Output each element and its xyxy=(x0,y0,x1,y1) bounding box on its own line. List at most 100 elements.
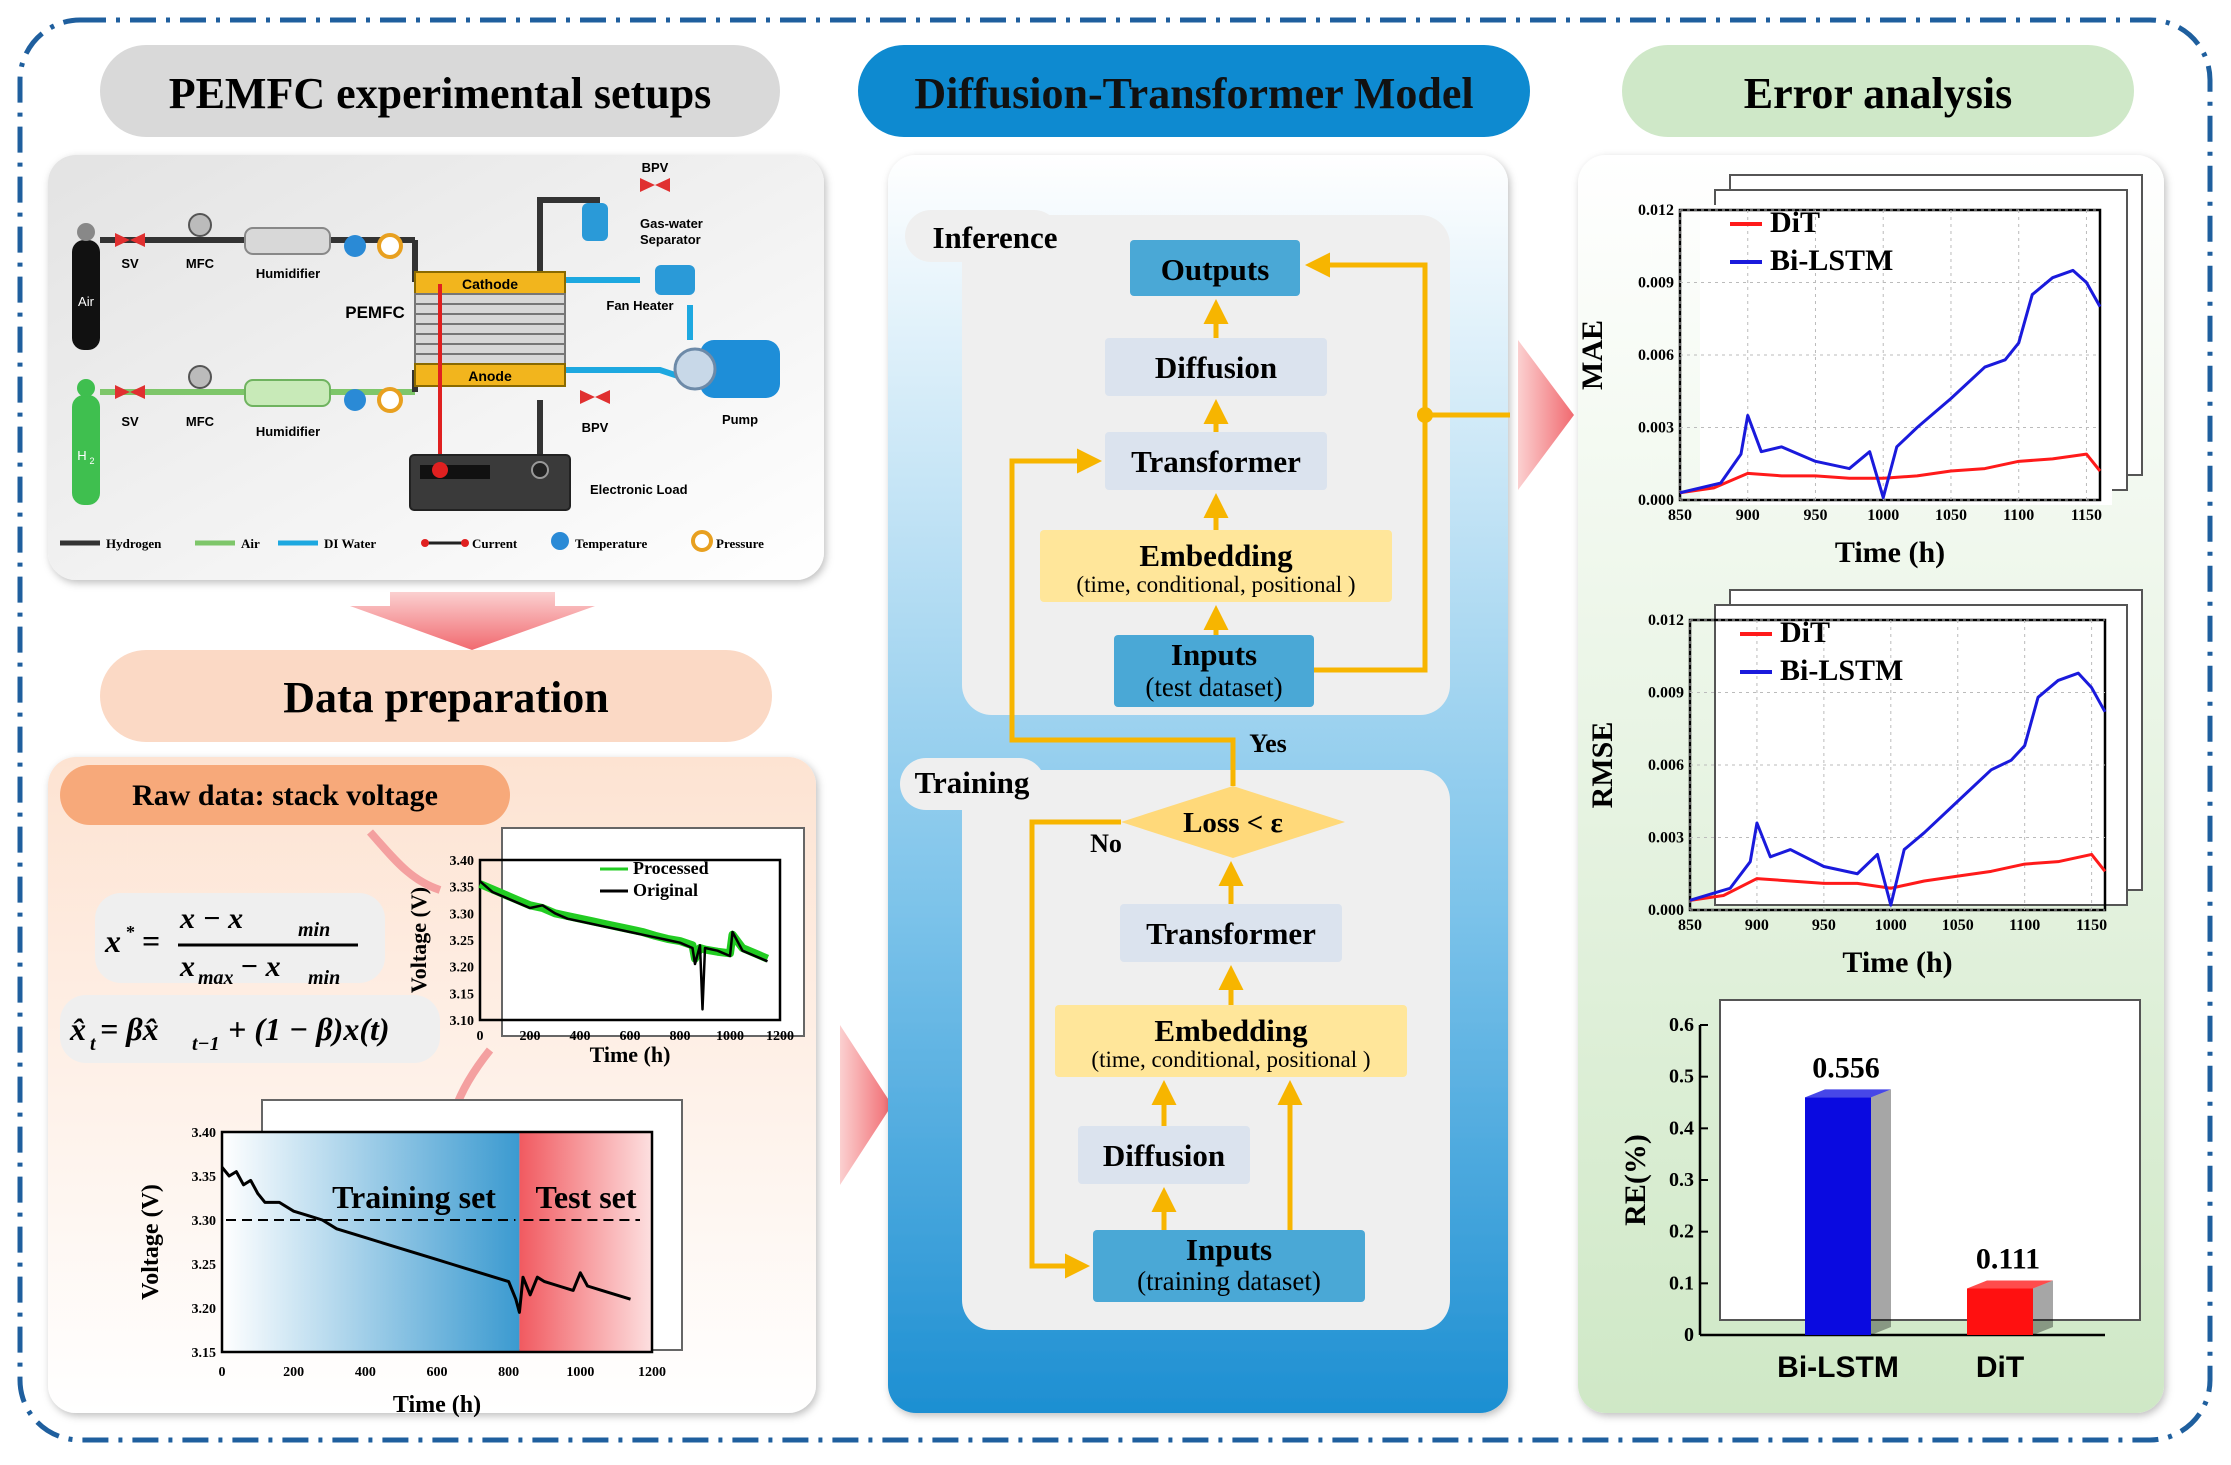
h2-tank xyxy=(72,395,100,505)
air-tank xyxy=(72,240,100,350)
y-axis-label: MAE xyxy=(1576,320,1609,390)
svg-text:x − x: x − x xyxy=(179,902,243,935)
svg-text:Transformer: Transformer xyxy=(1146,916,1316,951)
electronic-load: Electronic Load xyxy=(409,454,688,511)
svg-text:− x: − x xyxy=(240,950,281,983)
y-tick-label: 3.15 xyxy=(192,1346,217,1361)
header-dit: Diffusion-Transformer Model xyxy=(858,45,1530,137)
x-tick-label: 800 xyxy=(670,1029,691,1044)
bar-top-0 xyxy=(1805,1089,1891,1098)
y-tick-label: 0.5 xyxy=(1669,1066,1694,1088)
y-tick-label: 0.4 xyxy=(1669,1117,1694,1139)
svg-text:x: x xyxy=(179,950,195,983)
node-embedding-tr: Embedding (time, conditional, positional… xyxy=(1055,1005,1407,1077)
svg-text:Outputs: Outputs xyxy=(1161,252,1270,287)
x-axis-label: Time (h) xyxy=(1842,946,1952,979)
svg-text:t: t xyxy=(90,1033,97,1055)
bar-0 xyxy=(1805,1097,1871,1335)
series-line-1 xyxy=(1689,671,2107,907)
svg-text:Inputs: Inputs xyxy=(1171,637,1257,672)
svg-text:MFC: MFC xyxy=(186,256,215,271)
svg-text:PEMFC: PEMFC xyxy=(345,303,405,322)
svg-text:Electronic Load: Electronic Load xyxy=(590,482,688,497)
svg-text:Inputs: Inputs xyxy=(1186,1232,1272,1267)
setup-panel: Air H 2 SV SV MFC MFC Humidifier H xyxy=(48,155,824,580)
x-tick-label: 850 xyxy=(1678,917,1702,934)
header-error-text: Error analysis xyxy=(1744,69,2013,118)
arrow-model-to-error xyxy=(1518,340,1574,490)
svg-text:Diffusion: Diffusion xyxy=(1103,1138,1225,1173)
raw-arrow xyxy=(367,829,442,894)
x-tick-label: 400 xyxy=(355,1365,376,1380)
x-tick-label: 950 xyxy=(1803,507,1827,524)
svg-text:min: min xyxy=(298,919,330,941)
y-tick-label: 0.000 xyxy=(1638,492,1674,509)
y-axis-label: Voltage (V) xyxy=(138,1184,164,1300)
header-pemfc-text: PEMFC experimental setups xyxy=(169,69,712,118)
sv-top: SV xyxy=(115,233,145,271)
node-inputs-inf: Inputs (test dataset) xyxy=(1114,635,1314,707)
x-tick-label: 1000 xyxy=(716,1029,744,1044)
svg-text:min: min xyxy=(308,967,340,989)
training-set-label: Training set xyxy=(332,1179,496,1215)
svg-text:*: * xyxy=(126,922,135,942)
y-axis-label: RE(%) xyxy=(1619,1134,1652,1226)
svg-text:Gas-water: Gas-water xyxy=(640,216,703,231)
y-axis-label: Voltage (V) xyxy=(406,887,431,993)
node-diffusion-tr: Diffusion xyxy=(1078,1126,1250,1184)
humidifier-top: Humidifier xyxy=(244,227,331,281)
svg-text:(test dataset): (test dataset) xyxy=(1145,672,1282,702)
x-axis-label: Time (h) xyxy=(393,1392,481,1418)
svg-text:Humidifier: Humidifier xyxy=(256,424,320,439)
x-tick-label: 600 xyxy=(427,1365,448,1380)
inference-label: Inference xyxy=(932,220,1057,255)
series-line-0 xyxy=(1679,452,2102,495)
svg-text:(training dataset): (training dataset) xyxy=(1137,1266,1321,1296)
air-label: Air xyxy=(78,294,95,309)
y-tick-label: 0.1 xyxy=(1669,1272,1694,1294)
svg-text:Pressure: Pressure xyxy=(716,536,764,551)
svg-text:Humidifier: Humidifier xyxy=(256,266,320,281)
svg-text:= βx̂: = βx̂ xyxy=(100,1011,159,1047)
model-panel: Inference Outputs Diffusion Transformer … xyxy=(888,155,1510,1413)
h2-sub: 2 xyxy=(89,456,94,466)
svg-text:Air: Air xyxy=(241,536,260,551)
no-label: No xyxy=(1090,829,1122,858)
bar-value-label-1: 0.111 xyxy=(1976,1243,2040,1276)
sv-bottom: SV xyxy=(115,385,145,429)
x-tick-label: 0 xyxy=(477,1029,484,1044)
header-error: Error analysis xyxy=(1622,45,2134,137)
bar-top-1 xyxy=(1967,1280,2053,1289)
equation-smoothing: x̂ t = βx̂ t−1 + (1 − β)x(t) xyxy=(60,995,440,1063)
x-tick-label: 400 xyxy=(570,1029,591,1044)
y-tick-label: 3.20 xyxy=(192,1302,217,1317)
plot-frame xyxy=(478,858,782,1022)
legend-label-0: Processed xyxy=(633,858,709,878)
svg-text:Separator: Separator xyxy=(640,232,701,247)
re-chart: 00.10.20.30.40.50.6RE(%)0.556Bi-LSTM0.11… xyxy=(1619,1014,2105,1384)
series-line-0 xyxy=(1689,852,2107,902)
legend-label-0: DiT xyxy=(1770,206,1820,239)
x-tick-label: 1200 xyxy=(766,1029,794,1044)
equation-minmax: x * = x − x min x max − x min xyxy=(95,893,385,989)
svg-text:Current: Current xyxy=(472,536,518,551)
bar-side-0 xyxy=(1871,1089,1891,1335)
node-transformer-inf: Transformer xyxy=(1105,432,1327,490)
x-tick-label: 0 xyxy=(219,1365,226,1380)
x-tick-label: 800 xyxy=(498,1365,519,1380)
header-prep-text: Data preparation xyxy=(283,673,609,722)
y-tick-label: 3.35 xyxy=(192,1170,217,1185)
svg-text:SV: SV xyxy=(121,256,139,271)
humidifier-bottom: Humidifier xyxy=(244,379,331,439)
svg-text:=: = xyxy=(142,923,160,959)
x-category-label-0: Bi-LSTM xyxy=(1777,1351,1899,1384)
x-tick-label: 1150 xyxy=(2071,507,2102,524)
x-tick-label: 1000 xyxy=(566,1365,594,1380)
arrow-down-prep xyxy=(350,592,595,650)
node-transformer-tr: Transformer xyxy=(1120,904,1342,962)
svg-text:SV: SV xyxy=(121,414,139,429)
